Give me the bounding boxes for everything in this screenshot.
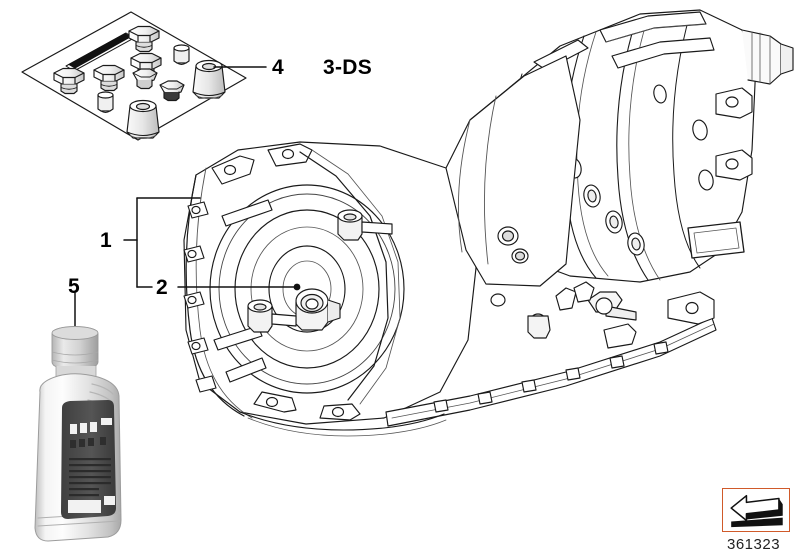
callout-4-seal-kit: 4 xyxy=(272,56,284,79)
part-transmission-assembly xyxy=(183,9,794,437)
variant-label: 3-DS xyxy=(323,56,373,79)
callout-1-transmission: 1 xyxy=(100,229,112,252)
view-direction-arrow-box xyxy=(722,488,790,532)
view-direction-arrow-icon xyxy=(730,494,783,528)
diagram-id-number: 361323 xyxy=(727,536,781,553)
part-fluid-bottle xyxy=(34,326,122,542)
part-seal-plug-kit xyxy=(21,11,247,141)
callout-5-fluid-bottle: 5 xyxy=(68,275,80,298)
callout-leaders xyxy=(74,66,301,333)
callout-2-torque-converter: 2 xyxy=(156,276,168,299)
